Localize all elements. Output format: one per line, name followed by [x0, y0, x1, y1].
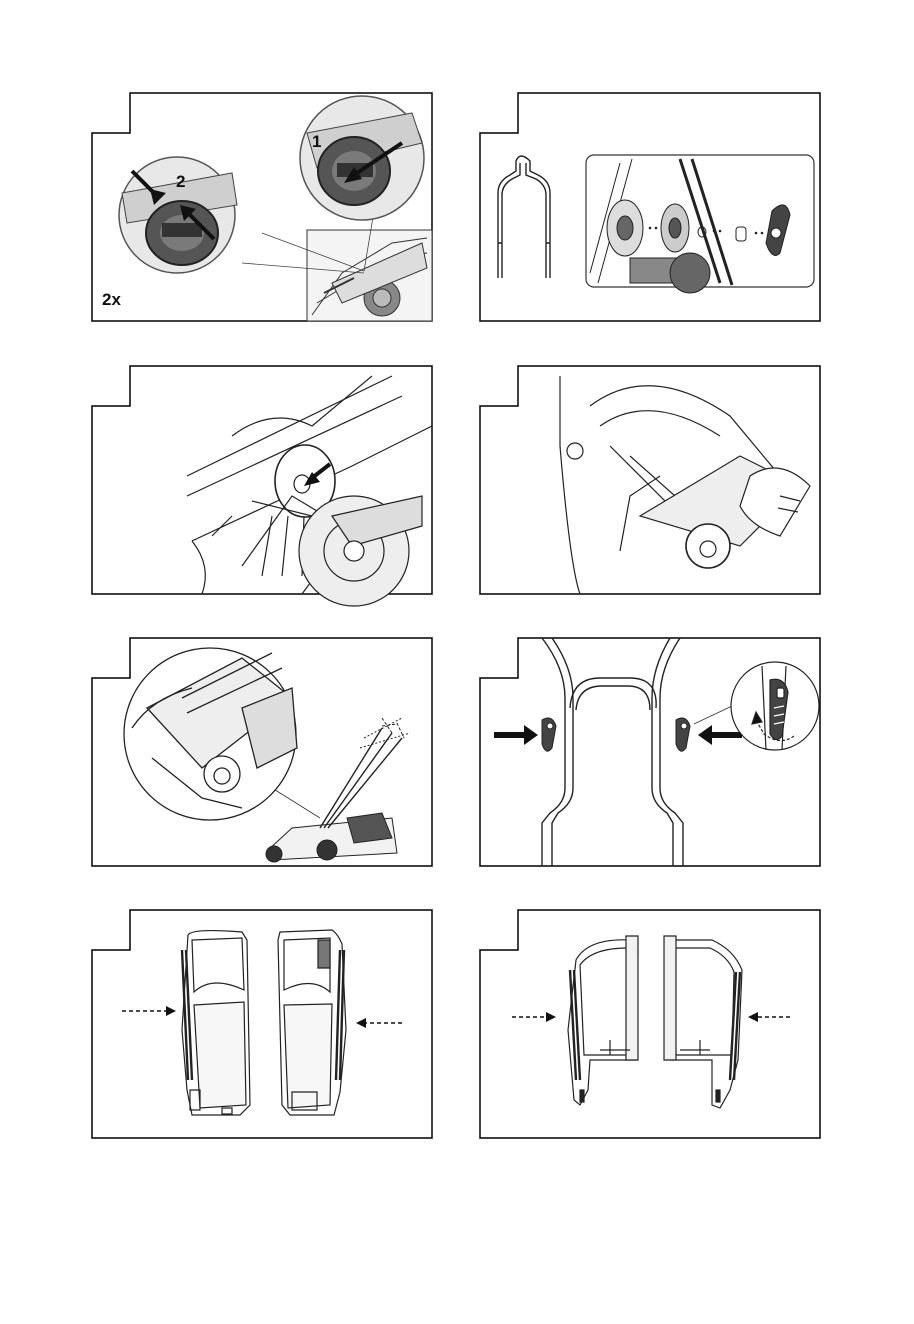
figure-panel-2 [480, 93, 820, 321]
bag-half-right [278, 930, 346, 1115]
detail-circle-lever [731, 662, 819, 750]
detail-circle-fold [124, 648, 297, 820]
panel-4-illustration [480, 366, 820, 594]
panel-2-illustration [480, 93, 820, 321]
step-number-2: 2 [176, 173, 185, 190]
mower-inset [307, 230, 432, 321]
quantity-label: 2x [102, 291, 121, 308]
panel-7-illustration [92, 910, 432, 1138]
panel-5-illustration [92, 638, 432, 866]
panel-1-illustration [92, 93, 432, 321]
figure-panel-8 [480, 910, 820, 1138]
figure-panel-1: 1 2 2x [92, 93, 432, 321]
figure-panel-4 [480, 366, 820, 594]
step-number-1: 1 [312, 133, 321, 150]
panel-3-illustration [92, 366, 432, 594]
figure-panel-5 [92, 638, 432, 866]
detail-circle-1 [300, 96, 424, 220]
figure-panel-7 [92, 910, 432, 1138]
panel-8-illustration [480, 910, 820, 1138]
figure-panel-6 [480, 638, 820, 866]
panel-6-illustration [480, 638, 820, 866]
figure-panel-3 [92, 366, 432, 594]
bag-half-left [182, 931, 250, 1115]
